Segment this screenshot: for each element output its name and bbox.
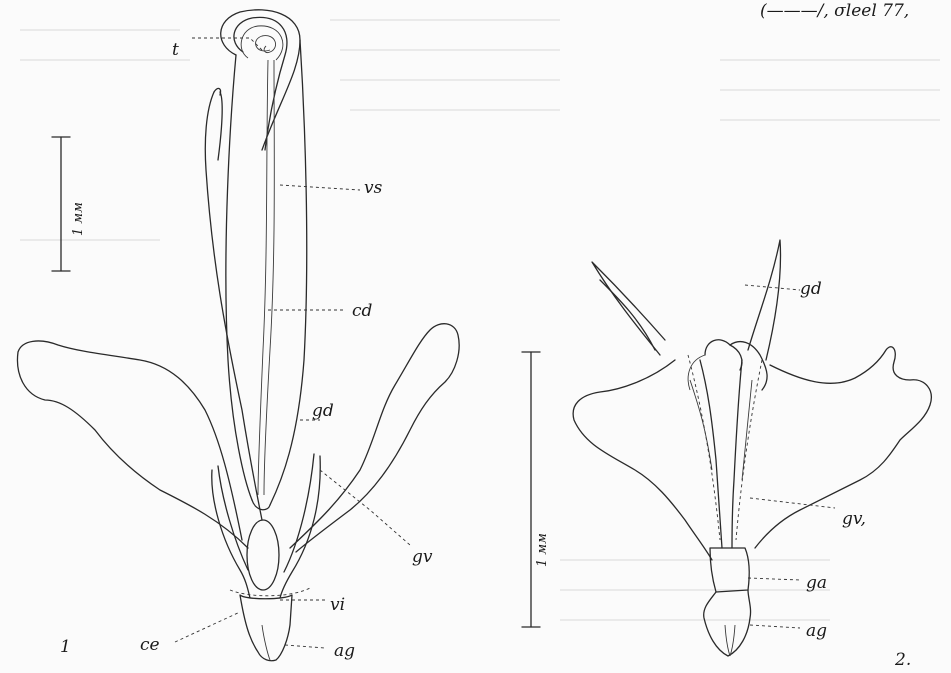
header-fragment: (———/, σleel 77, xyxy=(760,1,909,21)
left-lobe xyxy=(205,92,262,520)
figure-2-number: 2. xyxy=(894,650,911,670)
figure-2: 1 мм xyxy=(522,240,931,670)
figure-2-spikes xyxy=(592,240,780,390)
figure-1-wings xyxy=(17,324,459,552)
figure-1-number: 1 xyxy=(60,637,71,657)
figure-1-scale-bar xyxy=(52,137,70,271)
label-ag: ag xyxy=(334,641,355,661)
label-t: t xyxy=(172,40,179,60)
figure-1-base xyxy=(230,588,310,661)
label-gd: gd xyxy=(312,401,334,421)
figure-2-wings xyxy=(573,347,931,560)
label-cd: cd xyxy=(352,301,373,321)
label-gv: gv, xyxy=(842,509,866,529)
label-gd: gd xyxy=(800,279,822,299)
label-ag: ag xyxy=(806,621,827,641)
figure-2-inner xyxy=(688,355,762,548)
testis-coil xyxy=(221,10,300,150)
label-ga: ga xyxy=(806,573,827,593)
bleed-through-background xyxy=(20,20,940,620)
figure-1-leaders xyxy=(175,38,410,648)
figure-1-scale-bar-label: 1 мм xyxy=(71,202,86,236)
ductus-body xyxy=(226,40,307,510)
label-ce: ce xyxy=(140,635,160,655)
label-gv: gv xyxy=(412,547,433,567)
label-vs: vs xyxy=(364,178,383,198)
figure-2-scale-bar-label: 1 мм xyxy=(535,533,550,567)
figure-1: 1 мм xyxy=(17,10,459,661)
figure-2-scale-bar xyxy=(522,352,540,627)
figure-2-base xyxy=(704,548,751,656)
label-vi: vi xyxy=(330,595,345,615)
